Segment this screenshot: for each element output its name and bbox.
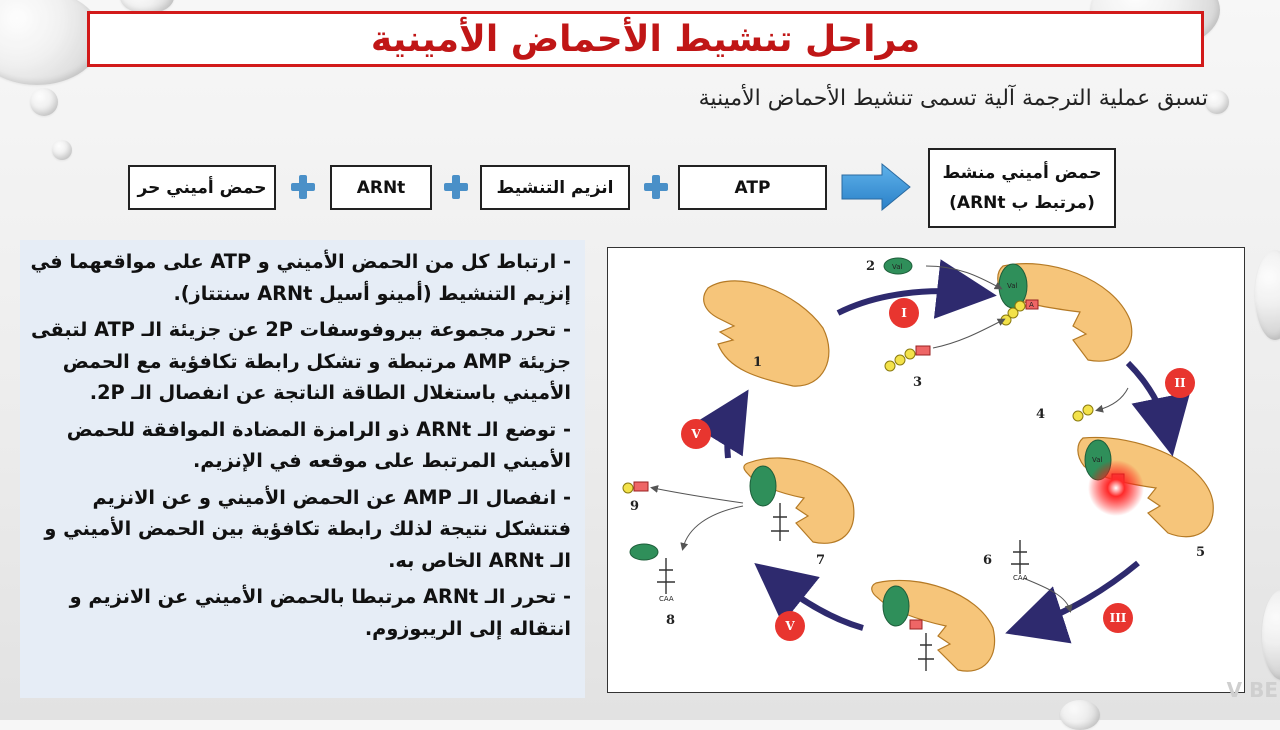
svg-text:II: II (1174, 376, 1186, 390)
activation-enzyme-box: انزيم التنشيط (480, 165, 630, 210)
label-6: 6 (983, 553, 992, 568)
water-drop (1262, 590, 1280, 680)
enzyme-5 (743, 457, 855, 544)
label-3: 3 (913, 375, 922, 390)
svg-text:Val: Val (892, 263, 903, 271)
label-8: 8 (666, 613, 675, 628)
label-2: 2 (866, 259, 875, 274)
water-drop (52, 140, 72, 160)
label-4: 4 (1036, 407, 1045, 422)
cycle-arrow-IV (754, 563, 864, 631)
thin-arrow (1095, 387, 1129, 413)
step-badge-II: II (1165, 368, 1195, 398)
trna-6: CAA (1011, 540, 1029, 582)
svg-text:I: I (901, 306, 907, 320)
step-badge-I: I (889, 298, 919, 328)
enzyme-3: Val (1077, 436, 1214, 538)
step-badge-V-bottom: V (775, 611, 805, 641)
svg-text:III: III (1110, 611, 1127, 625)
watermark: V BE (1226, 678, 1278, 702)
svg-text:Val: Val (1092, 456, 1103, 464)
step-paragraph: - توضع الـ ARNt ذو الرامزة المضادة الموا… (66, 417, 571, 473)
aminoacyl-trna-8: CAA (629, 543, 675, 603)
step-paragraph: - تحرر مجموعة بيروفوسفات 2P عن جزيئة الـ… (31, 318, 571, 404)
free-amino-acid-box: حمض أميني حر (128, 165, 276, 210)
product-line-1: حمض أميني منشط (942, 163, 1102, 183)
label-1: 1 (753, 355, 762, 370)
enzyme-2: Val A (997, 263, 1133, 362)
free-valine-2: Val (883, 257, 913, 275)
enzyme-4 (871, 579, 996, 672)
water-drop (120, 0, 174, 14)
svg-text:V: V (784, 619, 795, 633)
svg-text:A: A (1029, 301, 1034, 309)
step-badge-V-left: V (681, 419, 711, 449)
label-5: 5 (1196, 545, 1205, 560)
atp-box: ATP (678, 165, 827, 210)
page-title: مراحل تنشيط الأحماض الأمينية (370, 18, 921, 60)
water-drop (1205, 90, 1229, 114)
enzyme-1 (703, 280, 830, 387)
title-box: مراحل تنشيط الأحماض الأمينية (87, 11, 1204, 67)
label-9: 9 (630, 499, 639, 514)
plus-icon (291, 175, 315, 199)
water-drop (30, 88, 58, 116)
svg-text:CAA: CAA (1013, 574, 1028, 582)
cycle-arrow-III (1005, 560, 1140, 644)
plus-icon (444, 175, 468, 199)
activation-cycle-diagram: Val A Val Val (607, 247, 1245, 693)
label-7: 7 (816, 553, 825, 568)
svg-text:Val: Val (1007, 282, 1018, 290)
thin-arrow (925, 265, 1003, 290)
activated-amino-acid-box: حمض أميني منشط (مرتبط ب ARNt) (928, 148, 1116, 228)
thin-arrow (650, 485, 744, 504)
step-paragraph: - انفصال الـ AMP عن الحمض الأميني و عن ا… (44, 485, 571, 572)
water-drop (1060, 700, 1100, 730)
arnt-box: ARNt (330, 165, 432, 210)
thin-arrow (932, 318, 1006, 349)
amp-9 (622, 481, 649, 494)
step-paragraph: - ارتباط كل من الحمض الأميني و ATP على م… (30, 250, 571, 305)
water-drop (1255, 250, 1280, 340)
svg-text:V: V (690, 427, 701, 441)
cycle-arrow-I (836, 259, 997, 319)
subtitle: تسبق عملية الترجمة آلية تسمى تنشيط الأحم… (698, 86, 1208, 111)
plus-icon (644, 175, 668, 199)
pyrophosphate-4 (1072, 404, 1094, 422)
cycle-arrow-II (1125, 360, 1191, 457)
step-badge-III: III (1103, 603, 1133, 633)
atp-molecule-3 (884, 345, 931, 372)
thin-arrow (1022, 577, 1073, 613)
product-line-2: (مرتبط ب ARNt) (949, 193, 1095, 213)
svg-text:CAA: CAA (659, 595, 674, 603)
cycle-arrow-V (691, 389, 749, 459)
step-paragraph: - تحرر الـ ARNt مرتبطا بالحمض الأميني عن… (69, 585, 571, 640)
steps-text-panel: - ارتباط كل من الحمض الأميني و ATP على م… (20, 240, 585, 698)
thin-arrow (680, 505, 744, 551)
right-arrow-icon (841, 162, 911, 212)
